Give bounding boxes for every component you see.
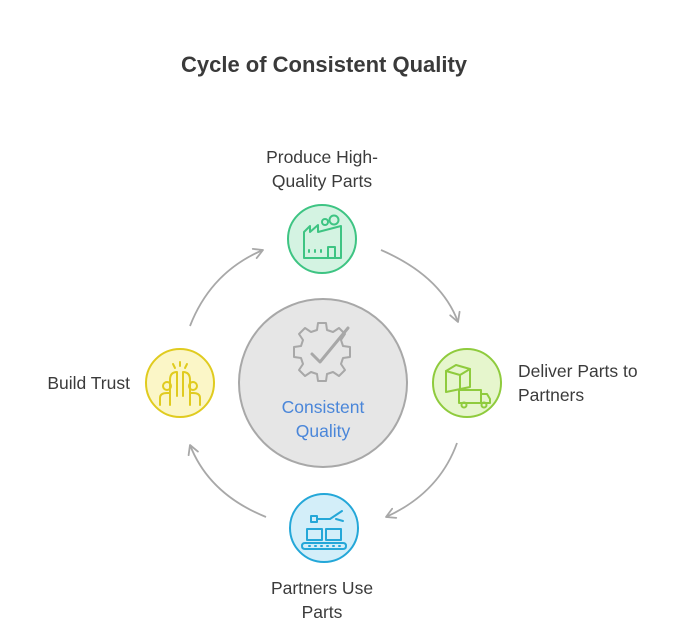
gear-check-icon bbox=[293, 322, 351, 382]
conveyor-robot-arm-icon bbox=[301, 510, 347, 550]
delivery-truck-icon bbox=[445, 364, 491, 409]
factory-icon bbox=[303, 214, 342, 259]
node-produce bbox=[287, 204, 357, 274]
diagram-title: Cycle of Consistent Quality bbox=[180, 52, 468, 77]
high-five-icon bbox=[159, 361, 201, 406]
label-use: Partners Use Parts bbox=[270, 578, 374, 622]
arrow-deliver-to-use bbox=[385, 442, 458, 519]
arrow-produce-to-deliver bbox=[380, 249, 461, 323]
label-deliver: Deliver Parts to Partners bbox=[518, 361, 638, 405]
label-trust: Build Trust bbox=[47, 373, 130, 393]
center-label: Consistent Quality bbox=[281, 397, 365, 441]
arrow-trust-to-produce bbox=[189, 248, 264, 327]
node-deliver bbox=[432, 348, 502, 418]
label-produce: Produce High- Quality Parts bbox=[266, 147, 378, 191]
center-node bbox=[238, 298, 408, 468]
node-use bbox=[289, 493, 359, 563]
node-trust bbox=[145, 348, 215, 418]
arrow-use-to-trust bbox=[187, 444, 267, 518]
